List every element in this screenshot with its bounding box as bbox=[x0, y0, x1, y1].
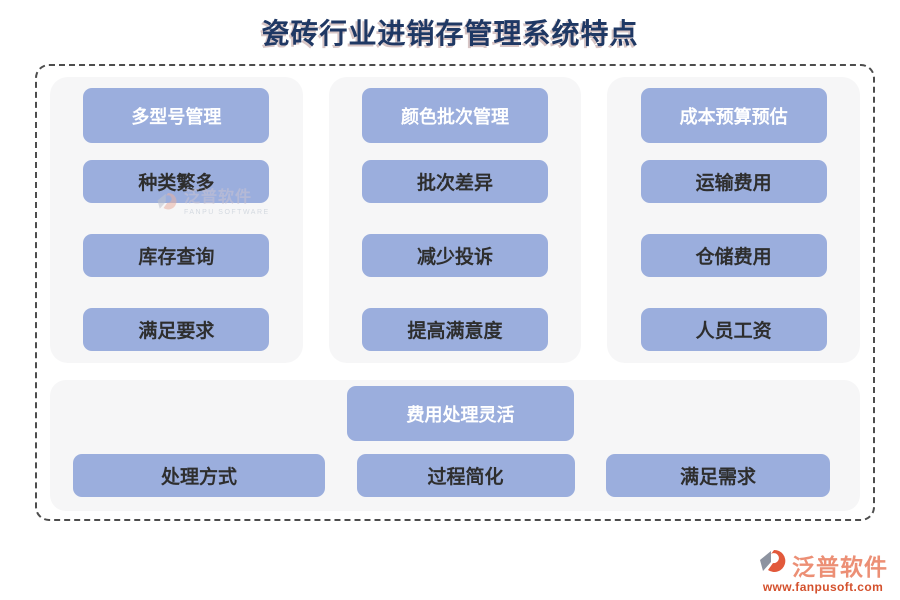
feature-item: 人员工资 bbox=[640, 308, 827, 351]
feature-item: 提高满意度 bbox=[362, 308, 548, 351]
footer-logo-row: 泛普软件 bbox=[758, 546, 888, 583]
feature-item: 满足要求 bbox=[83, 308, 270, 351]
column-header-badge: 成本预算预估 bbox=[640, 88, 827, 143]
feature-item: 处理方式 bbox=[73, 454, 325, 497]
feature-column-model-management: 多型号管理 种类繁多 库存查询 满足要求 bbox=[50, 77, 303, 363]
feature-item: 减少投诉 bbox=[362, 234, 548, 277]
page-title: 瓷砖行业进销存管理系统特点 bbox=[261, 18, 639, 49]
bottom-items-row: 处理方式 过程简化 满足需求 bbox=[50, 454, 860, 497]
feature-bottom-expense-panel: 费用处理灵活 处理方式 过程简化 满足需求 bbox=[50, 380, 860, 511]
column-header-badge: 颜色批次管理 bbox=[362, 88, 548, 143]
feature-item: 仓储费用 bbox=[640, 234, 827, 277]
feature-item: 满足需求 bbox=[606, 454, 830, 497]
bottom-header-badge: 费用处理灵活 bbox=[347, 386, 574, 441]
feature-board: 多型号管理 种类繁多 库存查询 满足要求 颜色批次管理 批次差异 减少投诉 提高… bbox=[35, 64, 875, 521]
fanpu-logo-icon bbox=[758, 546, 790, 583]
feature-item: 过程简化 bbox=[356, 454, 575, 497]
footer-logo: 泛普软件 www.fanpusoft.com bbox=[758, 546, 888, 594]
feature-column-cost-estimate: 成本预算预估 运输费用 仓储费用 人员工资 bbox=[607, 77, 861, 363]
feature-item: 种类繁多 bbox=[83, 160, 270, 203]
feature-column-color-batch: 颜色批次管理 批次差异 减少投诉 提高满意度 bbox=[328, 77, 582, 363]
footer-url-text: www.fanpusoft.com bbox=[762, 580, 884, 594]
footer-brand-text: 泛普软件 bbox=[792, 553, 888, 580]
feature-item: 库存查询 bbox=[83, 234, 270, 277]
feature-item: 运输费用 bbox=[640, 160, 827, 203]
column-header-badge: 多型号管理 bbox=[83, 88, 270, 143]
feature-item: 批次差异 bbox=[362, 160, 548, 203]
feature-columns-row: 多型号管理 种类繁多 库存查询 满足要求 颜色批次管理 批次差异 减少投诉 提高… bbox=[50, 77, 861, 363]
